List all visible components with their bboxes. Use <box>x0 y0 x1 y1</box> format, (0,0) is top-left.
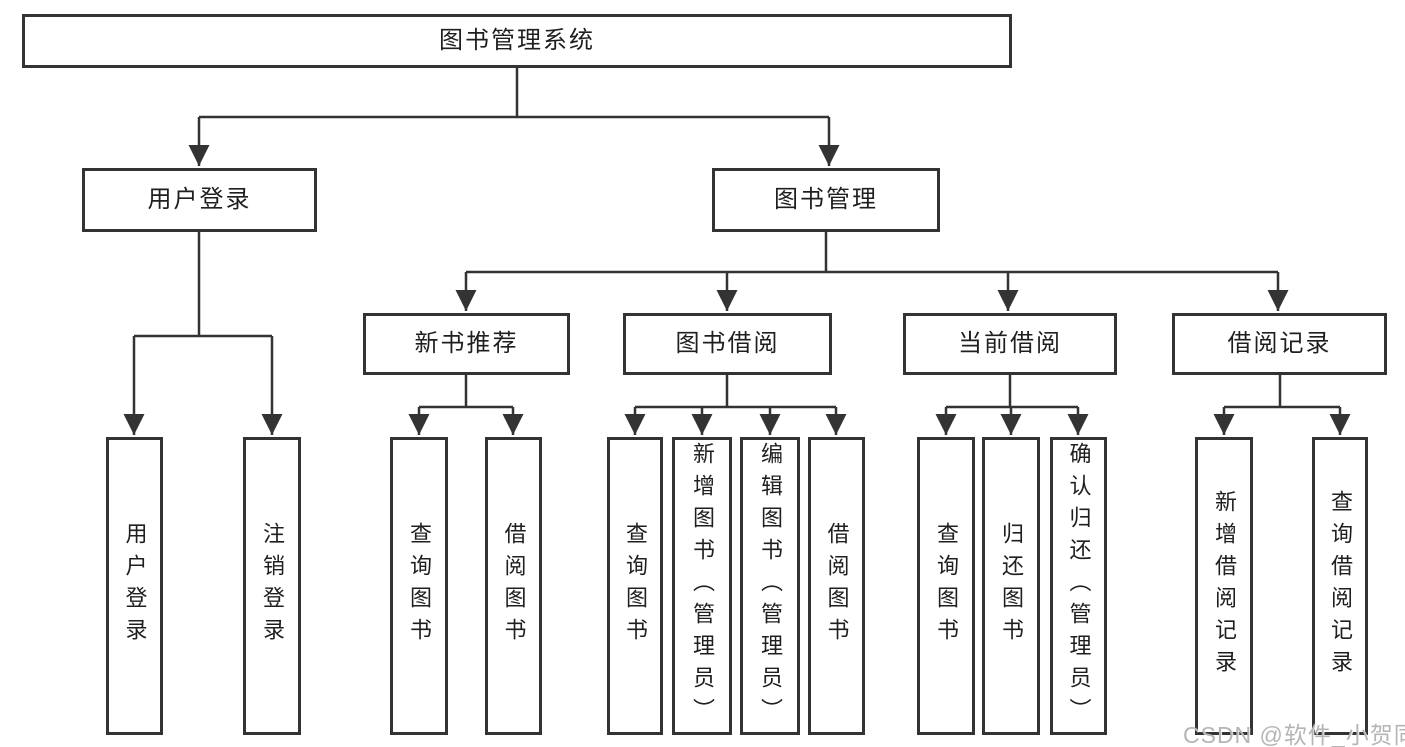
node-return-books-label: 归还图书 <box>999 522 1024 650</box>
node-query-books-current-label: 查询图书 <box>934 522 959 650</box>
node-query-books-current: 查询图书 <box>917 437 975 735</box>
node-add-borrow-record-label: 新增借阅记录 <box>1212 490 1237 682</box>
node-query-books-borrowing: 查询图书 <box>607 437 663 735</box>
node-confirm-return-admin: 确认归还（管理员） <box>1050 437 1107 735</box>
node-edit-book-admin-label: 编辑图书（管理员） <box>758 442 783 730</box>
node-borrowing-records: 借阅记录 <box>1172 313 1387 375</box>
node-query-books-recommend: 查询图书 <box>390 437 448 735</box>
node-add-borrow-record: 新增借阅记录 <box>1195 437 1253 735</box>
node-library-system: 图书管理系统 <box>22 14 1012 68</box>
node-user-login-label: 用户登录 <box>122 522 148 650</box>
node-query-borrow-record-label: 查询借阅记录 <box>1328 490 1353 682</box>
node-borrow-books-recommend: 借阅图书 <box>485 437 542 735</box>
node-current-borrowing: 当前借阅 <box>903 313 1117 375</box>
node-add-book-admin: 新增图书（管理员） <box>672 437 732 735</box>
node-add-book-admin-label: 新增图书（管理员） <box>690 442 715 730</box>
node-confirm-return-admin-label: 确认归还（管理员） <box>1066 442 1092 730</box>
csdn-watermark: CSDN @软件_小贺同学 <box>1183 722 1405 747</box>
node-query-borrow-record: 查询借阅记录 <box>1312 437 1368 735</box>
node-book-management: 图书管理 <box>712 168 940 232</box>
node-new-book-recommend: 新书推荐 <box>363 313 570 375</box>
node-borrow-books-borrowing-label: 借阅图书 <box>824 522 850 650</box>
node-user-login-branch: 用户登录 <box>82 168 317 232</box>
node-query-books-borrowing-label: 查询图书 <box>623 522 648 650</box>
node-borrow-books-recommend-label: 借阅图书 <box>501 522 527 650</box>
node-book-borrowing: 图书借阅 <box>623 313 832 375</box>
node-user-login: 用户登录 <box>106 437 163 735</box>
node-return-books: 归还图书 <box>982 437 1040 735</box>
node-query-books-recommend-label: 查询图书 <box>407 522 432 650</box>
node-logout: 注销登录 <box>243 437 301 735</box>
node-logout-label: 注销登录 <box>260 522 285 650</box>
node-borrow-books-borrowing: 借阅图书 <box>808 437 865 735</box>
node-edit-book-admin: 编辑图书（管理员） <box>740 437 800 735</box>
